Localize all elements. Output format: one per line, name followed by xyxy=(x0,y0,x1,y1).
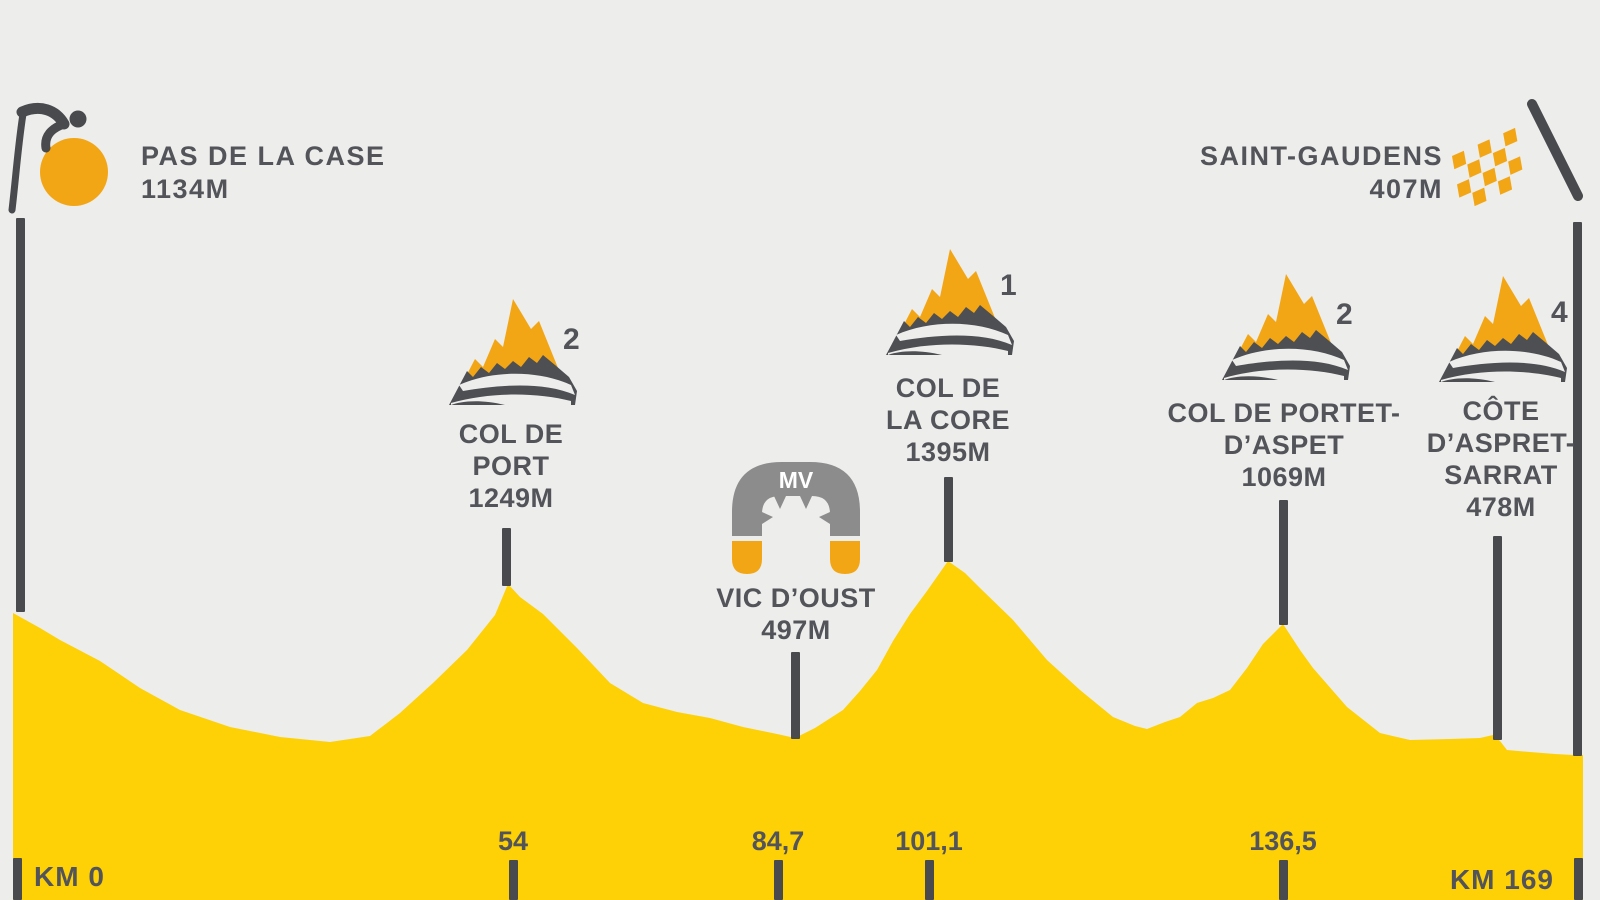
climb-label-line: SARRAT xyxy=(1444,460,1558,490)
km-start-label: KM 0 xyxy=(34,861,105,892)
finish-name: SAINT-GAUDENS xyxy=(1199,141,1443,171)
km-tick xyxy=(774,860,783,900)
climb-label-line: COL DE xyxy=(458,419,564,449)
finish-label: SAINT-GAUDENS 407M xyxy=(1200,140,1443,206)
climb-label-line: 1249M xyxy=(468,483,554,513)
km-end-label: KM 169 xyxy=(1449,864,1554,895)
cyclist-icon xyxy=(8,103,108,214)
svg-text:MV: MV xyxy=(779,467,814,493)
cote-d-aspret-sarrat-marker xyxy=(1493,536,1502,740)
km-tick-label: 101,1 xyxy=(895,826,963,856)
mountain-icon xyxy=(886,249,1014,355)
col-de-portet-d-aspet-marker xyxy=(1279,500,1288,625)
climb-label-line: 478M xyxy=(1466,492,1536,522)
climb-label-line: VIC D’OUST xyxy=(716,583,876,613)
col-de-port-marker xyxy=(502,528,511,586)
km-tick-label: 84,7 xyxy=(751,826,805,856)
start-elevation: 1134M xyxy=(141,174,230,204)
climb-label-line: 1395M xyxy=(905,437,991,467)
km-start-tick xyxy=(13,858,22,900)
start-name: PAS DE LA CASE xyxy=(141,141,386,171)
climb-category-badge: 2 xyxy=(563,323,580,356)
climb-category-badge: 1 xyxy=(1000,269,1017,302)
climb-category-badge: 4 xyxy=(1551,296,1568,329)
km-tick xyxy=(1279,860,1288,900)
finish-flag-icon xyxy=(1452,99,1583,207)
climb-label-line: D’ASPET xyxy=(1223,430,1345,460)
sprint-arch-icon: MV xyxy=(732,462,860,574)
climb-label-line: LA CORE xyxy=(886,405,1010,435)
climb-category-badge: 2 xyxy=(1336,298,1353,331)
mountain-icon xyxy=(1222,274,1350,380)
climb-label-line: D’ASPRET- xyxy=(1426,428,1576,458)
km-tick xyxy=(925,860,934,900)
climb-label-line: 1069M xyxy=(1241,462,1327,492)
climb-label-line: CÔTE xyxy=(1462,396,1540,426)
climb-label-line: PORT xyxy=(472,451,550,481)
elevation-polygon xyxy=(13,561,1583,900)
km-tick-label: 136,5 xyxy=(1249,826,1317,856)
vic-d-oust-marker xyxy=(791,652,800,739)
km-tick-label: 54 xyxy=(497,826,529,856)
climb-label-line: COL DE xyxy=(895,373,1001,403)
mountain-icon xyxy=(449,299,577,405)
col-de-la-core-marker xyxy=(944,477,953,562)
km-tick xyxy=(509,860,518,900)
mountain-icon xyxy=(1439,276,1567,382)
finish-elevation: 407M xyxy=(1369,174,1443,204)
climb-label-line: COL DE PORTET- xyxy=(1167,398,1401,428)
start-label: PAS DE LA CASE 1134M xyxy=(141,140,386,206)
finish-line xyxy=(1573,222,1582,756)
km-end-tick xyxy=(1574,858,1583,900)
start-line xyxy=(16,218,25,612)
climb-label-line: 497M xyxy=(761,615,831,645)
